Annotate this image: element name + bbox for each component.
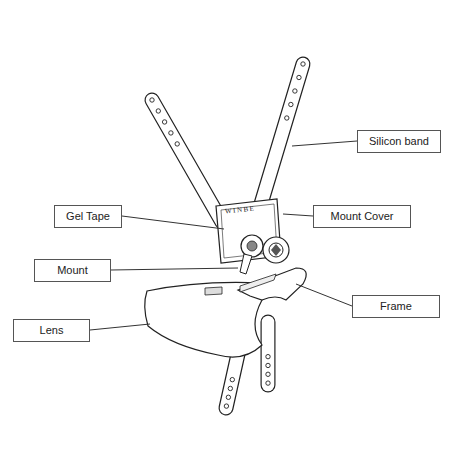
callout-box: Gel Tape (54, 205, 122, 228)
mount-cover-inner (269, 243, 283, 257)
strap-hole (266, 354, 270, 358)
mount-cover-logo (271, 244, 281, 256)
strap (266, 322, 270, 385)
strap-hole (297, 75, 301, 79)
part-name: Mount Cover (331, 210, 394, 222)
part-name: Silicon band (369, 135, 429, 147)
strap-hole (301, 62, 305, 66)
callout-box: Lens (13, 319, 90, 342)
strap-hole (224, 404, 228, 408)
leader-line (90, 324, 150, 330)
callout-box: Mount (34, 259, 111, 282)
callout-box: Silicon band (357, 130, 441, 153)
strap (150, 98, 222, 222)
strap-hole (266, 363, 270, 367)
part-name: Frame (380, 300, 412, 312)
strap-hole (226, 395, 230, 399)
strap-hole (293, 89, 297, 93)
strap-hole (175, 142, 179, 146)
mount-inner (247, 241, 257, 251)
callout-box: Mount Cover (313, 205, 411, 228)
strap-hole (150, 98, 154, 102)
strap-hole (266, 372, 270, 376)
leader-line (283, 214, 313, 216)
leader-line (122, 216, 224, 229)
leader-line (292, 141, 357, 146)
mount-arm (240, 254, 252, 274)
mount-cover (263, 237, 289, 263)
leader-line (111, 268, 238, 270)
strap-hole (289, 102, 293, 106)
callout-box: Frame (352, 295, 440, 318)
strap-hole (285, 116, 289, 120)
strap (258, 62, 305, 214)
frame-arm (240, 274, 276, 292)
part-name: Mount (57, 264, 88, 276)
strap-hole (169, 131, 173, 135)
strap-hole (228, 386, 232, 390)
leader-line (296, 284, 352, 306)
part-name: Lens (40, 324, 64, 336)
strap-hole (162, 120, 166, 124)
strap-hole (230, 377, 234, 381)
strap-hole (266, 381, 270, 385)
strap-hole (156, 109, 160, 113)
part-name: Gel Tape (66, 210, 110, 222)
lens-clip (205, 287, 222, 295)
